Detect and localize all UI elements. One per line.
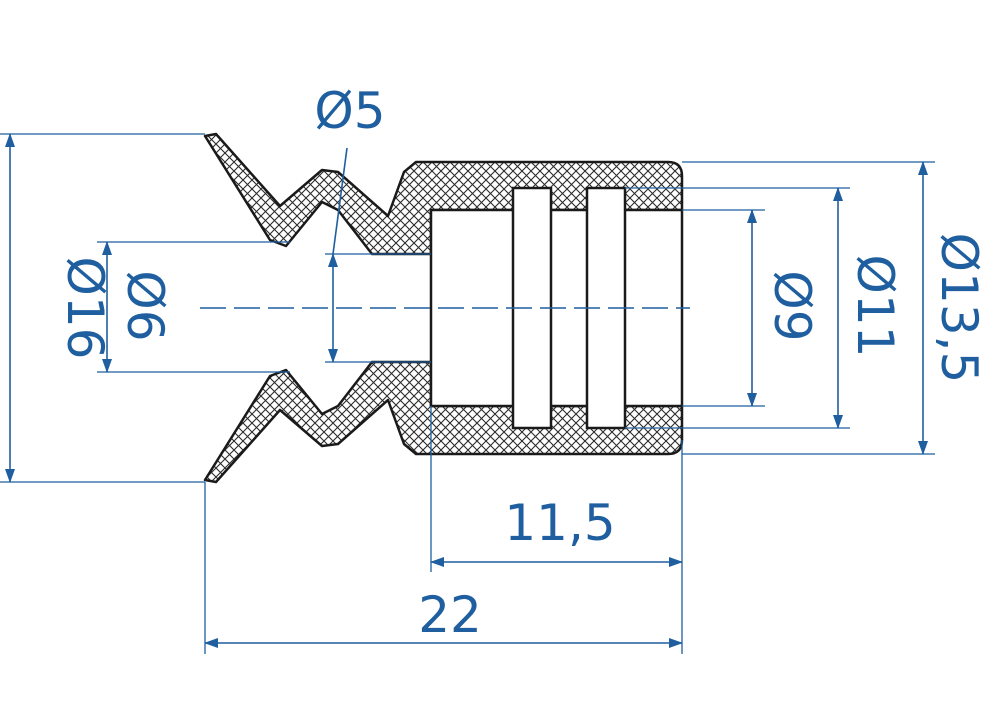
- bellows-bottom-section: [203, 360, 684, 484]
- bellows-top-section: [203, 132, 684, 256]
- label-11-5: 11,5: [504, 494, 615, 552]
- dimension-lines: [5, 133, 928, 648]
- leader-d5: [332, 147, 348, 255]
- label-d6: Ø6: [116, 270, 174, 341]
- label-22: 22: [418, 586, 482, 644]
- label-d9: Ø9: [763, 270, 821, 341]
- label-d5: Ø5: [314, 82, 385, 140]
- label-d13-5: Ø13,5: [930, 233, 988, 384]
- dimension-labels: Ø16 Ø6 Ø5 Ø9 Ø11 Ø13,5 11,5 22: [56, 82, 988, 644]
- label-d11: Ø11: [846, 255, 904, 358]
- label-d16: Ø16: [56, 257, 114, 360]
- extension-lines: [0, 133, 935, 654]
